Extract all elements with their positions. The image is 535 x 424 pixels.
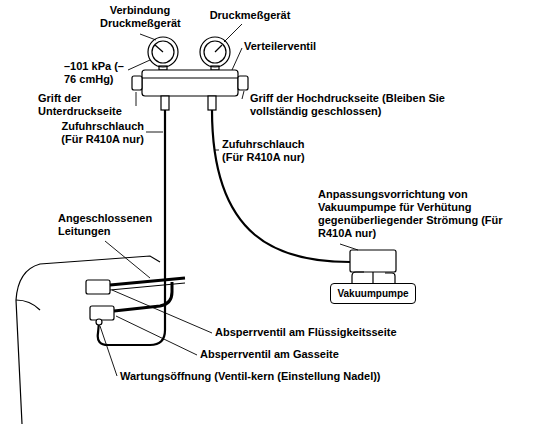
- part-label: Griff der Hochdruckseite (Bleiben Sie vo…: [250, 92, 455, 118]
- pump-handle: [352, 272, 364, 283]
- pump-label: Vakuumpumpe: [337, 288, 408, 299]
- low-pressure-gauge: [148, 37, 178, 67]
- high-side-handle: [238, 76, 248, 90]
- part-label: Zufuhrschlauch (Für R410A nur): [222, 138, 322, 164]
- vacuum-pump: Vakuumpumpe: [330, 283, 415, 304]
- connected-pipe: [110, 283, 185, 290]
- part-label: –101 kPa (–76 cmHg): [64, 60, 130, 86]
- part-label: Zufuhrschlauch (Für R410A nur): [44, 120, 144, 146]
- part-label: Verteilerventil: [244, 40, 344, 53]
- gauge-needle: [215, 45, 222, 52]
- part-label: Wartungsöffnung (Ventil-kern (Einstellun…: [120, 370, 480, 383]
- hose-fitting: [208, 96, 216, 110]
- gauge-needle: [155, 45, 163, 52]
- connected-pipe: [114, 282, 172, 311]
- gas-valve: [90, 306, 114, 320]
- hose-fitting: [161, 96, 169, 110]
- part-label: Angeschlossenen Leitungen: [58, 212, 160, 238]
- charge-hose: [212, 110, 350, 262]
- part-label: Druckmeßgerät: [200, 9, 300, 22]
- high-pressure-gauge: [200, 37, 230, 67]
- low-side-handle: [132, 76, 142, 90]
- part-label: Absperrventil am Flüssigkeitsseite: [215, 326, 475, 339]
- backflow-adapter: [350, 250, 396, 272]
- gauge-dial: [204, 41, 226, 63]
- manifold-edge: [142, 77, 238, 78]
- part-label: Grift der Unterdruckseite: [38, 92, 134, 118]
- part-label: Verbindung Druckmeßgerät: [100, 4, 180, 30]
- service-port: [96, 319, 102, 325]
- part-label: Absperrventil am Gasseite: [200, 348, 420, 361]
- liquid-valve: [86, 280, 110, 294]
- pump-handle: [385, 273, 395, 283]
- gauge-dial: [152, 41, 174, 63]
- adapter-stem: [372, 272, 373, 283]
- part-label: Anpassungsvorrichtung von Vakuumpumpe fü…: [318, 188, 523, 240]
- housing-edge: [16, 300, 40, 310]
- manifold-block: [142, 70, 238, 96]
